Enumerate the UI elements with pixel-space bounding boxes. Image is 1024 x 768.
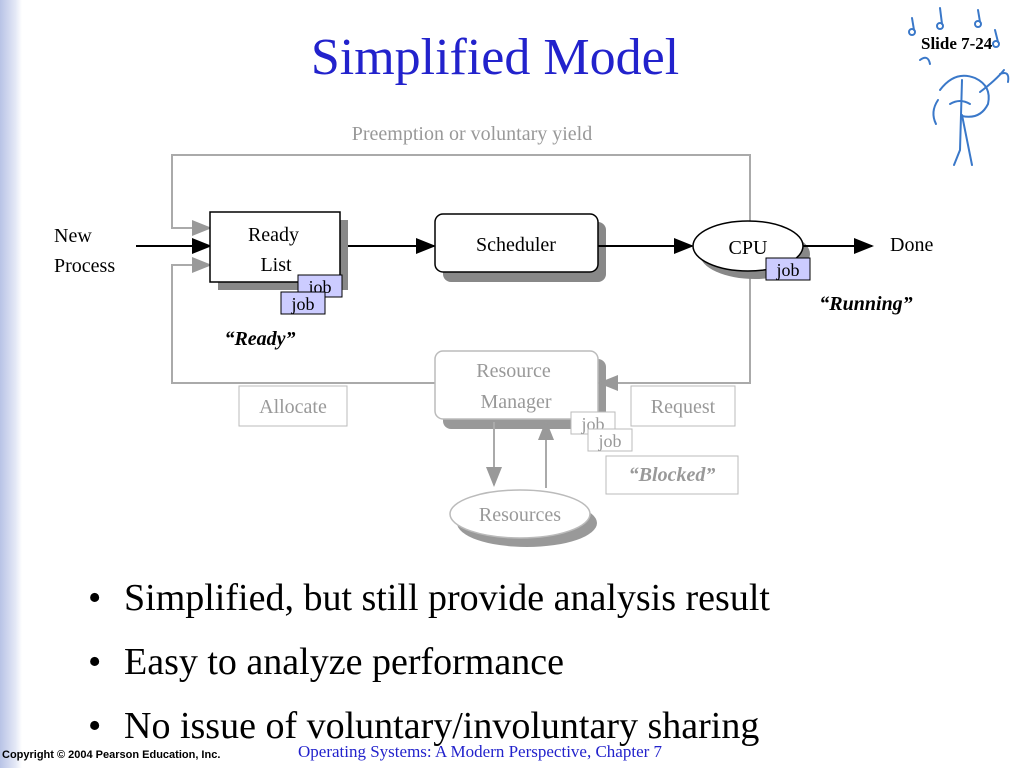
bullet-text: Easy to analyze performance [124, 641, 564, 683]
bullet-item: • Simplified, but still provide analysis … [88, 566, 770, 630]
bullet-list: • Simplified, but still provide analysis … [88, 566, 770, 758]
blocked-state-box [605, 455, 739, 495]
ready-state-label: “Ready” [224, 328, 295, 350]
copyright-notice: Copyright © 2004 Pearson Education, Inc. [2, 749, 221, 761]
scheduler-label: Scheduler [476, 234, 556, 256]
musician-logo-icon [908, 7, 1010, 166]
request-label: Request [651, 396, 716, 418]
footer-caption: Operating Systems: A Modern Perspective,… [298, 742, 663, 761]
blocked-state-label: “Blocked” [629, 464, 716, 486]
slide-number: Slide 7-24 [921, 34, 993, 53]
bullet-marker: • [88, 641, 102, 683]
preemption-loop-line [171, 154, 751, 246]
ready-list-box [209, 211, 341, 283]
resources-label: Resources [479, 504, 561, 526]
bullet-marker: • [88, 705, 102, 747]
cpu-label: CPU [729, 237, 768, 259]
scheduler-box [434, 213, 599, 273]
ready-job-label-2: job [290, 294, 314, 314]
bullet-item: • Easy to analyze performance [88, 630, 770, 694]
process-model-diagram: Preemption or voluntary yield New Proces… [54, 123, 933, 547]
cpu-job-tag [765, 257, 811, 281]
sidebar-gradient [0, 0, 22, 768]
ready-job-tag-2 [280, 291, 326, 315]
blocked-loop-line [171, 257, 751, 384]
allocate-label: Allocate [259, 396, 327, 418]
bullet-text: No issue of voluntary/involuntary sharin… [124, 705, 760, 747]
slide-title: Simplified Model [310, 29, 680, 86]
bullet-item: • No issue of voluntary/involuntary shari… [88, 694, 770, 758]
bullet-text: Simplified, but still provide analysis r… [124, 577, 770, 619]
preemption-label: Preemption or voluntary yield [352, 123, 593, 145]
running-state-label: “Running” [819, 293, 912, 315]
new-process-label: New Process [54, 225, 115, 277]
resource-manager-label: Resource Manager [476, 360, 555, 413]
request-box [630, 385, 736, 427]
allocate-box [238, 385, 348, 427]
cpu-job-label: job [775, 260, 799, 280]
blocked-job-label-2: job [597, 431, 621, 451]
bullet-marker: • [88, 577, 102, 619]
blocked-job-tag-2 [587, 428, 633, 452]
ready-list-label: Ready List [248, 224, 304, 276]
done-label: Done [890, 234, 933, 256]
resources-ellipse [449, 489, 591, 539]
